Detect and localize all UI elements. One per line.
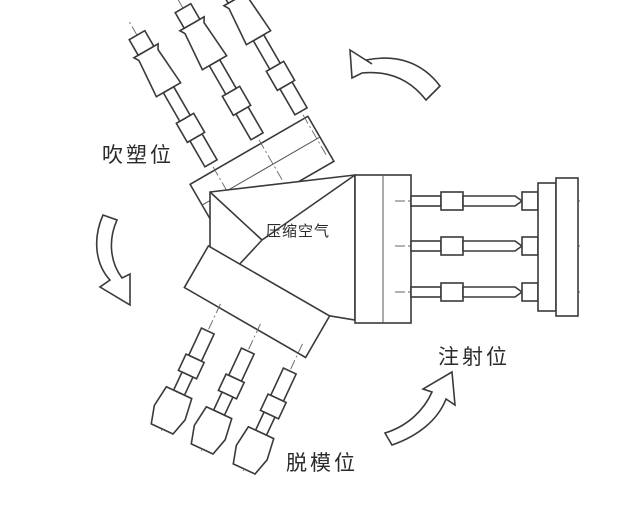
compressed-air-label: 压缩空气	[266, 222, 330, 240]
injection-core-rod	[395, 282, 580, 302]
injection-station-arm	[354, 174, 580, 324]
injection-station-label: 注射位	[438, 345, 510, 369]
injection-mold-plate	[537, 177, 579, 317]
injection-core-rod	[395, 191, 580, 211]
rotation-arrow-left-icon	[95, 213, 131, 307]
injection-core-rod	[395, 236, 580, 256]
rotation-arrow-top-icon	[349, 48, 442, 102]
ejection-station-label: 脱模位	[286, 451, 358, 475]
rotation-arrow-bottom-icon	[383, 370, 456, 446]
ejection-station-arm	[150, 244, 331, 475]
blow-station-label: 吹塑位	[102, 143, 174, 167]
